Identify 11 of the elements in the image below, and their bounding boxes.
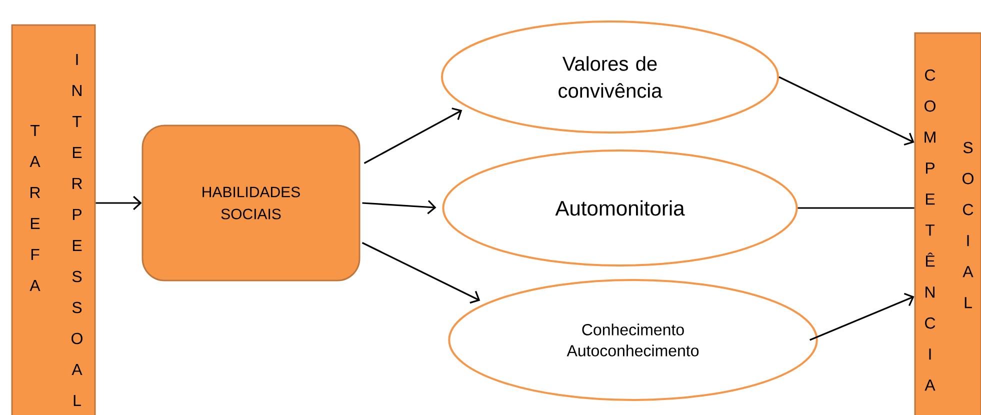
arrow bbox=[364, 108, 462, 164]
arrow bbox=[362, 200, 436, 214]
vertical-text: SOCIAL bbox=[962, 142, 974, 308]
arrow bbox=[96, 196, 142, 210]
arrow bbox=[362, 242, 480, 304]
arrow bbox=[810, 292, 914, 341]
vertical-text: INTERPESSOAL bbox=[72, 54, 82, 406]
vertical-text: COMPETÊNCIA bbox=[924, 69, 936, 391]
rounded-box: HABILIDADES SOCIAIS bbox=[142, 124, 360, 282]
vertical-text: TAREFA bbox=[30, 125, 40, 291]
arrow bbox=[778, 76, 914, 146]
